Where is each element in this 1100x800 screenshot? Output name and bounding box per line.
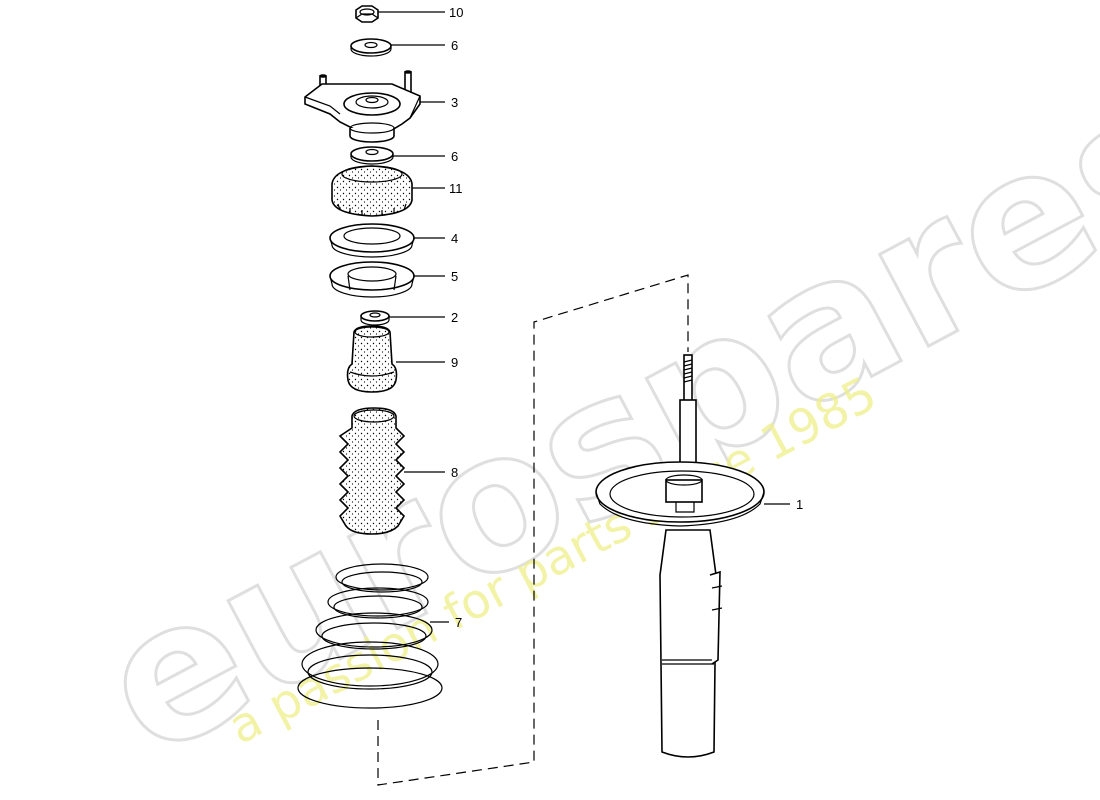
part-1-strut bbox=[595, 354, 765, 758]
part-10-nut bbox=[355, 5, 379, 23]
callout-4: 4 bbox=[451, 231, 458, 246]
callout-11: 11 bbox=[449, 181, 463, 196]
callout-2: 2 bbox=[451, 310, 458, 325]
watermark: eurospares a passion for parts since 198… bbox=[66, 39, 1100, 800]
part-4-spring-seat bbox=[329, 223, 415, 258]
callout-3: 3 bbox=[451, 95, 458, 110]
callout-10: 10 bbox=[449, 5, 463, 20]
part-8-dust-boot bbox=[338, 407, 406, 535]
callout-6-middle: 6 bbox=[451, 149, 458, 164]
callout-1: 1 bbox=[796, 497, 803, 512]
part-7-coil-spring bbox=[297, 563, 443, 709]
part-5-spring-pad bbox=[329, 261, 415, 298]
callout-6-top: 6 bbox=[451, 38, 458, 53]
callout-8: 8 bbox=[451, 465, 458, 480]
callout-labels: 10 6 3 6 11 4 5 2 9 8 7 1 bbox=[449, 5, 803, 630]
callout-leaders bbox=[378, 11, 790, 623]
part-9-bump-stop bbox=[346, 325, 398, 393]
part-3-strut-mount bbox=[304, 70, 421, 143]
part-6-washer-top bbox=[350, 38, 392, 57]
part-11-rubber-support bbox=[331, 165, 413, 217]
part-6-washer-middle bbox=[350, 146, 394, 165]
callout-7: 7 bbox=[455, 615, 462, 630]
assembly-guide-lines bbox=[377, 274, 689, 786]
guide-line-left bbox=[377, 274, 689, 786]
callout-9: 9 bbox=[451, 355, 458, 370]
callout-5: 5 bbox=[451, 269, 458, 284]
part-2-washer bbox=[360, 310, 390, 326]
watermark-brand: eurospares bbox=[67, 41, 1100, 800]
